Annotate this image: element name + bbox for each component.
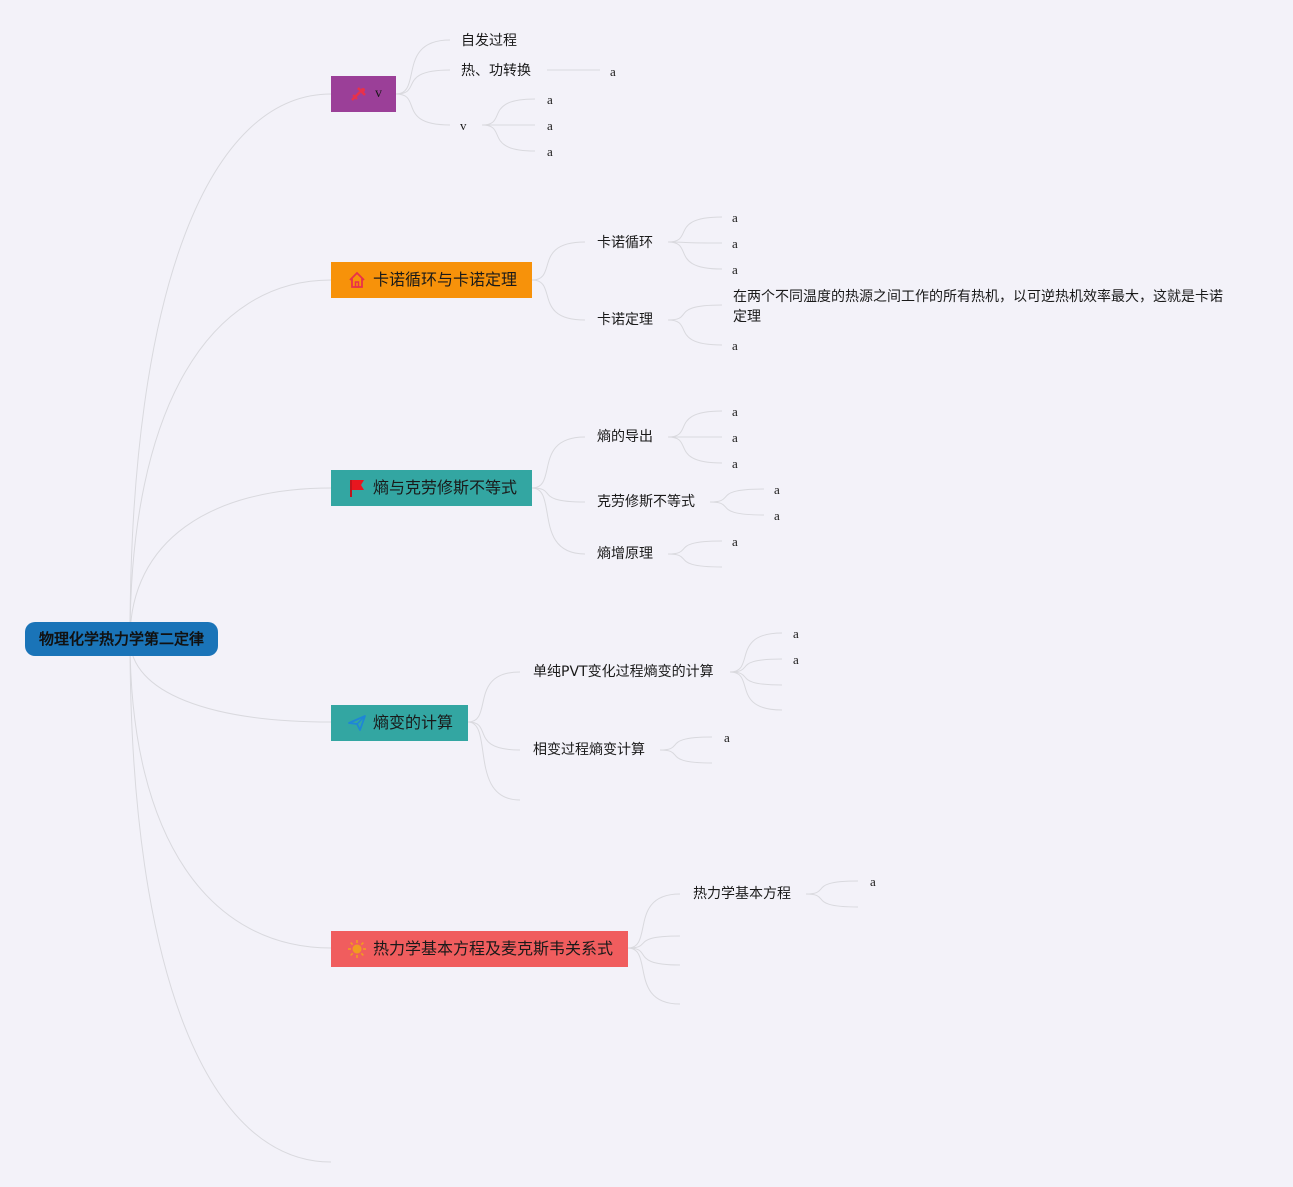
connector-line <box>129 638 332 1163</box>
leaf-item[interactable]: a <box>547 144 553 159</box>
connector-line <box>709 488 765 503</box>
connector-line <box>129 487 332 640</box>
subtopic[interactable]: 热力学基本方程 <box>693 886 791 902</box>
connector-line <box>129 93 332 640</box>
connector-line <box>395 39 451 95</box>
connector-line <box>667 436 723 464</box>
leaf-item[interactable]: a <box>774 508 780 523</box>
tools-icon <box>349 84 369 104</box>
sun-icon <box>347 939 367 959</box>
subtopic[interactable]: 克劳修斯不等式 <box>597 494 695 510</box>
connector-line <box>627 947 681 1005</box>
leaf-item[interactable]: a <box>732 404 738 419</box>
connector-line <box>531 487 586 555</box>
connector-line <box>531 487 586 503</box>
connector-line <box>667 553 723 568</box>
leaf-item[interactable]: a <box>870 874 876 889</box>
subtopic[interactable]: 单纯PVT变化过程熵变的计算 <box>533 664 714 680</box>
connector-line <box>129 638 332 723</box>
topic-node[interactable]: 熵与克劳修斯不等式 <box>331 470 533 506</box>
connector-line <box>395 93 451 126</box>
subtopic[interactable]: v <box>460 118 467 133</box>
connector-line <box>481 98 536 126</box>
connector-line <box>129 638 332 949</box>
connector-line <box>729 671 783 686</box>
topic-label: 卡诺循环与卡诺定理 <box>373 270 518 289</box>
topic-node[interactable]: 卡诺循环与卡诺定理 <box>331 262 533 298</box>
connector-line <box>531 241 586 281</box>
topic-label: 熵变的计算 <box>373 713 454 732</box>
leaf-item[interactable]: a <box>732 236 738 251</box>
topic-node[interactable]: 热力学基本方程及麦克斯韦关系式 <box>331 931 629 967</box>
connector-line <box>659 736 713 751</box>
connector-line <box>709 501 765 516</box>
connector-line <box>395 69 451 95</box>
leaf-item[interactable]: a <box>793 626 799 641</box>
connector-line <box>729 671 783 711</box>
topic-label: v <box>375 86 382 101</box>
flag-icon <box>347 478 367 498</box>
connector-line <box>667 410 723 438</box>
connector-line <box>729 658 783 673</box>
leaf-item[interactable]: a <box>610 64 616 79</box>
leaf-item[interactable]: a <box>732 534 738 549</box>
connector-line <box>667 540 723 555</box>
home-icon <box>347 270 367 290</box>
subtopic[interactable]: 熵增原理 <box>597 546 653 562</box>
connector-line <box>531 436 586 489</box>
connector-line <box>729 632 783 673</box>
topic-label: 熵与克劳修斯不等式 <box>373 478 518 497</box>
leaf-item[interactable]: a <box>732 262 738 277</box>
connector-line <box>805 893 859 908</box>
connector-line <box>129 279 332 640</box>
subtopic[interactable]: 卡诺循环 <box>597 235 653 251</box>
topic-node[interactable]: v <box>331 76 396 112</box>
connector-line <box>467 721 521 801</box>
connector-line <box>667 319 723 346</box>
connector-line <box>667 241 723 270</box>
connector-line <box>667 216 723 243</box>
subtopic[interactable]: 熵的导出 <box>597 429 653 445</box>
root-topic[interactable]: 物理化学热力学第二定律 <box>25 622 219 656</box>
connector-line <box>531 279 586 321</box>
connector-line <box>627 947 681 966</box>
connector-line <box>659 749 713 764</box>
subtopic[interactable]: 自发过程 <box>461 33 517 49</box>
connector-line <box>805 880 859 895</box>
subtopic[interactable]: 卡诺定理 <box>597 312 653 328</box>
connector-line <box>467 721 521 751</box>
connector-line <box>481 124 536 152</box>
subtopic[interactable]: 热、功转换 <box>461 63 531 79</box>
leaf-item[interactable]: a <box>547 92 553 107</box>
leaf-item[interactable]: a <box>774 482 780 497</box>
leaf-item[interactable]: a <box>547 118 553 133</box>
leaf-item[interactable]: a <box>724 730 730 745</box>
connector-line <box>667 304 723 321</box>
topic-node[interactable]: 熵变的计算 <box>331 705 469 741</box>
leaf-item[interactable]: a <box>732 338 738 353</box>
subtopic[interactable]: 相变过程熵变计算 <box>533 742 645 758</box>
leaf-item[interactable]: a <box>732 456 738 471</box>
topic-label: 热力学基本方程及麦克斯韦关系式 <box>373 939 614 958</box>
connector-line <box>627 935 681 949</box>
leaf-item[interactable]: 在两个不同温度的热源之间工作的所有热机，以可逆热机效率最大，这就是卡诺定理 <box>733 289 1223 325</box>
connector-line <box>467 671 521 723</box>
leaf-item[interactable]: a <box>793 652 799 667</box>
leaf-item[interactable]: a <box>732 210 738 225</box>
paper-plane-icon <box>347 713 367 733</box>
connector-line <box>627 893 681 949</box>
leaf-item[interactable]: a <box>732 430 738 445</box>
connector-line <box>667 241 723 244</box>
